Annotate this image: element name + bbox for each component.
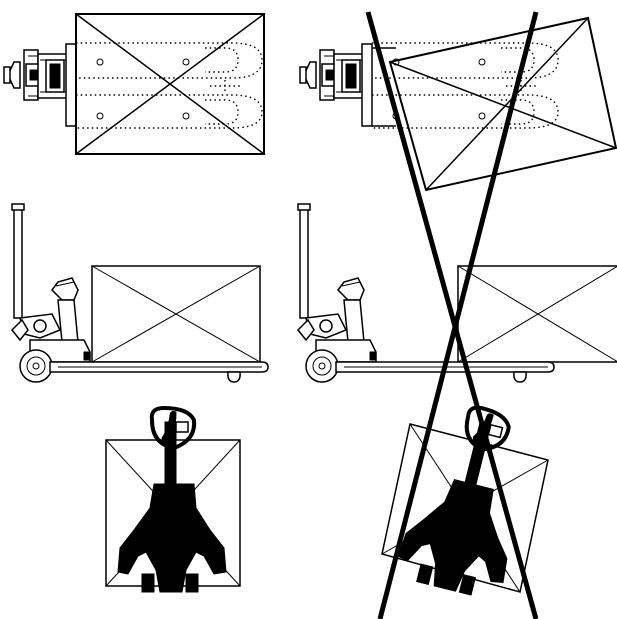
- pallet-truck-tiller-top: [300, 44, 372, 126]
- load-cross-line: [426, 18, 588, 190]
- front-view-correct: [106, 408, 240, 592]
- pallet-truck-tiller-top: [4, 44, 76, 126]
- side-view-incorrect: [298, 204, 617, 382]
- side-view-correct: [12, 204, 268, 382]
- top-view-correct: [4, 14, 264, 154]
- top-view-incorrect: [300, 18, 616, 190]
- pallet-truck-front: [118, 408, 226, 592]
- load-pallet-rotated: [390, 18, 616, 190]
